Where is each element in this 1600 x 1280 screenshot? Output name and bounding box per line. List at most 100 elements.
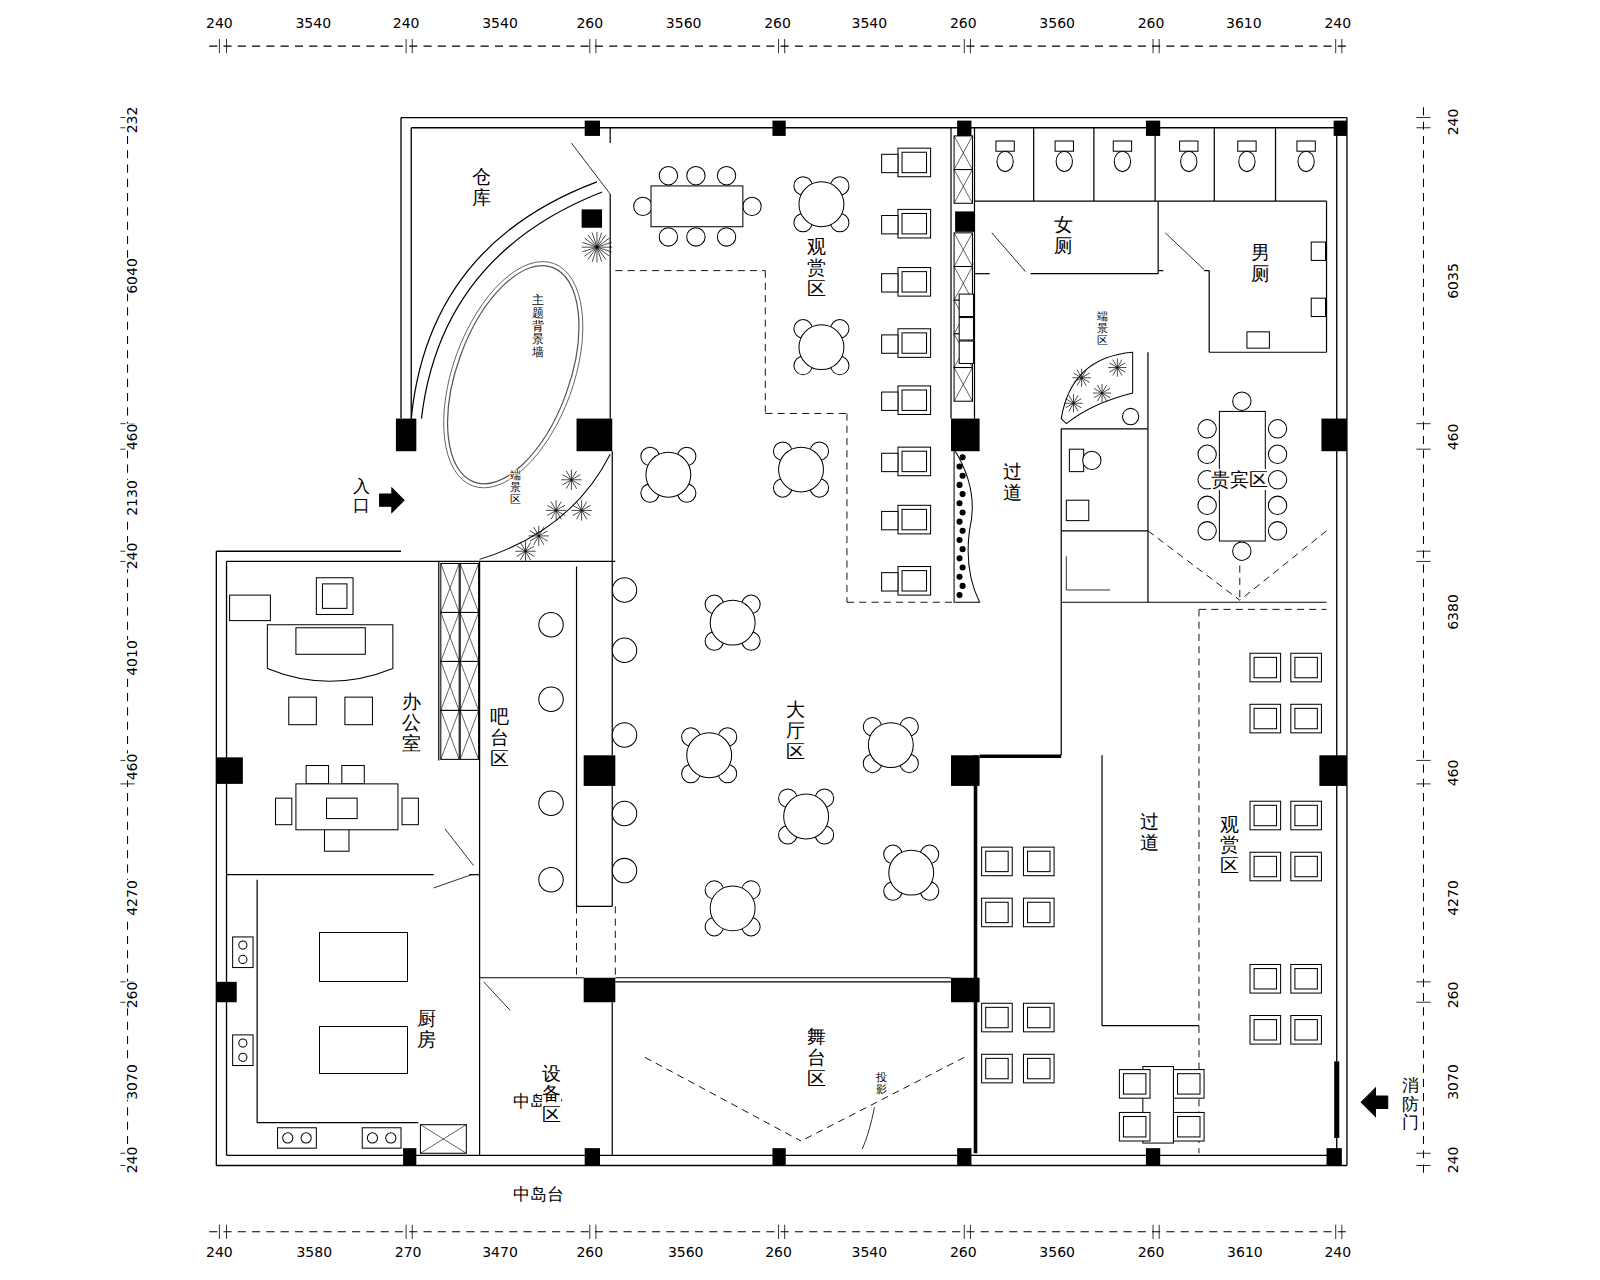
- round-table: [889, 850, 934, 895]
- plant-leaf: [1102, 388, 1110, 393]
- storage-box: [420, 1125, 466, 1154]
- plant-leaf: [539, 535, 549, 536]
- chair-cushion: [1254, 657, 1276, 677]
- planter-dot: [960, 528, 965, 533]
- interior-wall: [257, 880, 258, 1123]
- chair-cushion: [1254, 856, 1276, 876]
- booth-seat: [898, 567, 931, 596]
- dimension-text: 6380: [1446, 594, 1461, 630]
- plant-leaf: [566, 471, 571, 480]
- room-zone: 观赏区: [1199, 609, 1337, 1155]
- plant-leaf: [546, 510, 556, 511]
- interior-wall: [1061, 428, 1148, 429]
- chair: [1023, 1003, 1054, 1032]
- room-zone: 舞台区: [615, 982, 974, 1155]
- round-table: [646, 452, 691, 497]
- plant-leaf: [539, 536, 544, 545]
- dimension-text: 460: [125, 754, 140, 781]
- feature-oval: [421, 248, 605, 501]
- chair: [1198, 445, 1216, 463]
- chair-cushion: [1123, 1117, 1145, 1137]
- plant-leaf: [1113, 360, 1118, 368]
- plant-leaf: [526, 551, 536, 552]
- zone-dash: [765, 413, 847, 414]
- dimension-text: 240: [125, 1147, 140, 1174]
- plant-leaf: [582, 247, 597, 252]
- shelf-panel: [441, 661, 459, 710]
- plant-leaf: [526, 546, 535, 551]
- dimension-tick: [1153, 39, 1154, 53]
- plant-leaf: [1066, 403, 1074, 408]
- room-label: 设备区: [542, 1063, 561, 1126]
- dimension-text: 3540: [295, 17, 331, 32]
- chair-cushion: [1254, 805, 1276, 825]
- plant-leaf: [597, 247, 606, 259]
- booth-cushion: [902, 213, 926, 233]
- room-label: 仓库: [472, 166, 491, 208]
- planter-dot: [957, 593, 962, 598]
- interior-wall: [615, 977, 951, 978]
- toilet-tank: [1180, 141, 1198, 151]
- chair: [1291, 852, 1322, 881]
- dimension-tick: [595, 39, 596, 53]
- dimension-text: 240: [1324, 1245, 1351, 1260]
- planter-dot: [957, 519, 962, 524]
- plant-leaf: [596, 232, 597, 247]
- booth-seat: [898, 148, 931, 177]
- plant-leaf: [582, 505, 591, 510]
- chair-cushion: [1123, 1074, 1145, 1094]
- urinal: [1311, 298, 1325, 316]
- interior-wall: [438, 561, 439, 760]
- plant-leaf: [530, 536, 539, 541]
- plant-leaf: [1073, 403, 1074, 412]
- chair: [687, 167, 705, 185]
- panel-hatch: [954, 136, 972, 170]
- sink: [278, 1128, 317, 1148]
- booth-arm: [882, 335, 898, 353]
- column: [584, 978, 616, 1002]
- dimension-tick: [412, 1225, 413, 1239]
- plant-leaf: [547, 510, 556, 515]
- interior-wall: [1061, 429, 1062, 602]
- booth-arm: [882, 573, 898, 591]
- dimension-tick: [1416, 783, 1430, 784]
- toilet-bowl: [1239, 151, 1255, 171]
- column: [396, 419, 416, 452]
- interior-wall: [1158, 270, 1163, 271]
- chair: [1268, 522, 1286, 540]
- door-leaf: [1066, 556, 1067, 590]
- chair: [1268, 445, 1286, 463]
- plant-leaf: [1117, 363, 1125, 368]
- tea-table: [296, 784, 398, 830]
- interior-wall: [479, 561, 480, 979]
- column: [216, 982, 236, 1002]
- panel-hatch: [954, 136, 972, 170]
- bar-stool: [539, 868, 563, 892]
- chair-cushion: [322, 584, 346, 608]
- interior-wall: [1158, 201, 1159, 273]
- room-label: 女厕: [1054, 214, 1073, 256]
- plant-leaf: [571, 479, 581, 480]
- chair: [634, 197, 652, 215]
- dimension-text: 3610: [1226, 17, 1262, 32]
- plant-leaf: [596, 247, 597, 262]
- sink-bowl: [386, 1133, 396, 1143]
- chair: [306, 766, 328, 784]
- stove: [233, 937, 253, 968]
- column: [1146, 1148, 1160, 1165]
- dimension-tick: [784, 1225, 785, 1239]
- column: [1319, 755, 1347, 786]
- plant-leaf: [556, 510, 561, 519]
- plant-leaf: [1064, 403, 1073, 404]
- planter-dot: [957, 537, 962, 542]
- plant-leaf: [585, 238, 597, 247]
- wash-basin: [959, 341, 973, 363]
- room-zone: 过道: [1102, 755, 1199, 1025]
- dimension-tick: [1153, 1225, 1154, 1239]
- plant-leaf: [556, 505, 565, 510]
- dimension-text: 260: [576, 17, 603, 32]
- chair-cushion: [1028, 1058, 1050, 1078]
- interior-wall: [612, 1002, 613, 1155]
- dimension-tick: [1416, 117, 1430, 118]
- bar-stool: [539, 612, 563, 636]
